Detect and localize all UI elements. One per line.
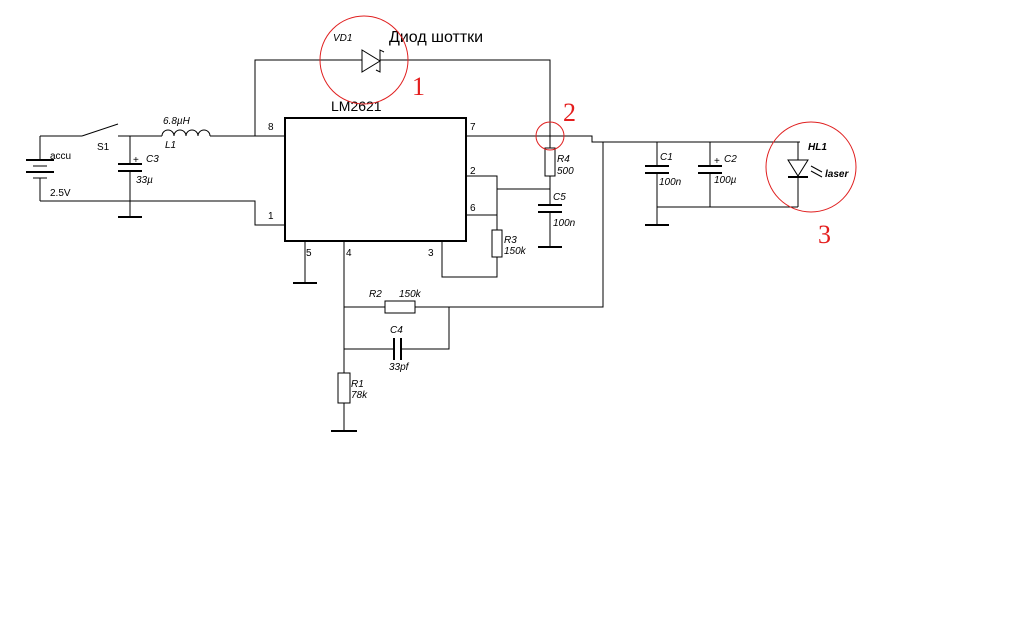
schottky-diode-vd1: VD1 Диод шоттки <box>254 29 551 148</box>
c2-plus: + <box>714 156 720 167</box>
pin-1: 1 <box>268 211 274 222</box>
capacitor-c3: + C3 33µ <box>118 136 159 218</box>
capacitor-c2: + C2 100µ <box>698 142 737 207</box>
c3-value: 33µ <box>136 175 153 186</box>
laser-label: laser <box>825 169 849 180</box>
resistor-r3: R3 150k <box>441 229 527 278</box>
capacitor-c4: C4 33pf <box>344 307 450 373</box>
resistor-r2: R2 150k <box>344 142 604 314</box>
capacitor-c5: C5 100n <box>538 192 576 248</box>
c2-ref: C2 <box>724 154 737 165</box>
inductor-ref: L1 <box>165 140 176 151</box>
resistor-r1: R1 78k <box>331 372 368 432</box>
ic-lm2621: LM2621 8 1 5 4 3 7 2 6 <box>268 98 476 259</box>
switch-label: S1 <box>97 142 110 153</box>
battery: accu 2.5V <box>26 136 71 201</box>
annotation-circle-1 <box>319 15 409 105</box>
r3-value: 150k <box>504 246 527 257</box>
r2-value: 150k <box>399 289 422 300</box>
c3-plus: + <box>133 155 139 166</box>
c4-value: 33pf <box>389 362 410 373</box>
wire-pin2 <box>466 175 550 190</box>
r4-ref: R4 <box>557 154 570 165</box>
pin-8: 8 <box>268 122 274 133</box>
pin-4: 4 <box>346 248 352 259</box>
c2-value: 100µ <box>714 175 737 186</box>
pin-5: 5 <box>306 248 312 259</box>
c4-ref: C4 <box>390 325 403 336</box>
ic-body <box>284 117 467 242</box>
battery-label: accu <box>50 151 71 162</box>
annotation-circle-2 <box>535 121 565 151</box>
c1-value: 100n <box>659 177 682 188</box>
diode-ref: VD1 <box>333 33 352 44</box>
inductor-value: 6.8µH <box>163 116 191 127</box>
r3-ref: R3 <box>504 235 517 246</box>
schottky-note: Диод шоттки <box>389 29 483 46</box>
inductor-l1: 6.8µH L1 <box>161 116 285 151</box>
r4-value: 500 <box>557 166 574 177</box>
annotation-number-3: 3 <box>818 220 831 249</box>
pin-3: 3 <box>428 248 434 259</box>
c3-ref: C3 <box>146 154 159 165</box>
pin-2: 2 <box>470 166 476 177</box>
c5-value: 100n <box>553 218 576 229</box>
pin-6: 6 <box>470 203 476 214</box>
battery-voltage: 2.5V <box>50 188 71 199</box>
ic-name: LM2621 <box>331 98 382 114</box>
pin-7: 7 <box>470 122 476 133</box>
laser-diode-hl1: HL1 laser <box>787 142 849 207</box>
r1-value: 78k <box>351 390 368 401</box>
r2-ref: R2 <box>369 289 382 300</box>
annotation-circle-3 <box>765 121 857 213</box>
resistor-r4: R4 500 <box>544 147 574 205</box>
wire-output <box>466 135 800 143</box>
wire-pin6 <box>466 214 498 230</box>
switch-s1: S1 <box>40 123 162 153</box>
c1-ref: C1 <box>660 152 673 163</box>
c5-ref: C5 <box>553 192 566 203</box>
annotation-number-1: 1 <box>412 72 425 101</box>
wire-gnd-pin1 <box>40 200 285 226</box>
annotation-number-2: 2 <box>563 98 576 127</box>
laser-ref: HL1 <box>808 142 827 153</box>
capacitor-c1: C1 100n <box>645 142 682 226</box>
r1-ref: R1 <box>351 379 364 390</box>
